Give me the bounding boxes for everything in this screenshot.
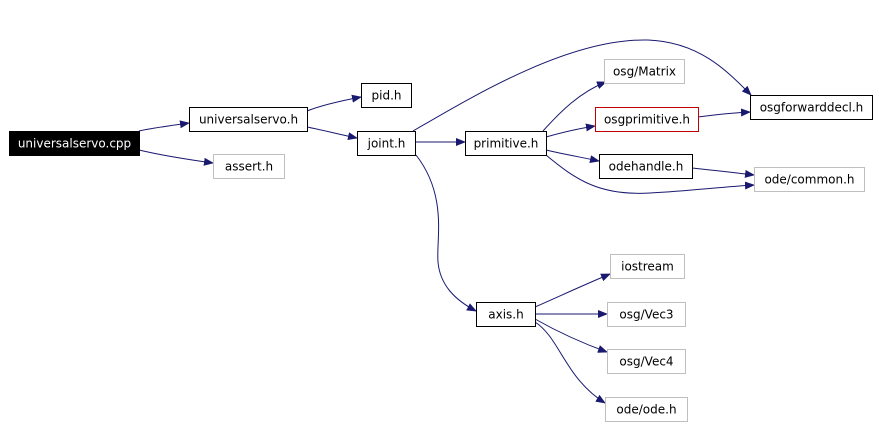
node-axis_h[interactable]: axis.h bbox=[476, 302, 536, 327]
node-box bbox=[361, 83, 412, 108]
node-odehandle_h[interactable]: odehandle.h bbox=[599, 154, 693, 179]
node-ode_common_h[interactable]: ode/common.h bbox=[754, 167, 865, 192]
node-assert_h[interactable]: assert.h bbox=[213, 154, 285, 179]
node-label: osgforwarddecl.h bbox=[760, 101, 864, 115]
node-joint_h[interactable]: joint.h bbox=[357, 131, 416, 156]
node-box bbox=[9, 131, 140, 156]
node-label: joint.h bbox=[367, 137, 406, 151]
edge-joint_h-to-axis_h bbox=[415, 154, 477, 312]
node-label: assert.h bbox=[225, 160, 273, 174]
edge-universalservo_h-to-pid_h bbox=[306, 94, 362, 112]
edge-osgprimitive_h-to-osgforwarddecl_h bbox=[697, 108, 751, 118]
node-primitive_h[interactable]: primitive.h bbox=[465, 131, 547, 156]
edge-odehandle_h-to-ode_common_h bbox=[691, 167, 755, 178]
node-osgprimitive_h[interactable]: osgprimitive.h bbox=[595, 107, 699, 132]
node-box bbox=[610, 254, 685, 279]
node-box bbox=[754, 167, 865, 192]
node-label: iostream bbox=[621, 260, 674, 274]
node-box bbox=[599, 154, 693, 179]
node-label: universalservo.h bbox=[199, 113, 298, 127]
node-label: universalservo.cpp bbox=[18, 137, 131, 151]
node-osg_vec4[interactable]: osg/Vec4 bbox=[607, 349, 686, 374]
node-box bbox=[607, 349, 686, 374]
edges-layer bbox=[138, 39, 755, 404]
node-box bbox=[213, 154, 285, 179]
edge-axis_h-to-ode_ode_h bbox=[534, 321, 606, 404]
node-label: osgprimitive.h bbox=[604, 113, 690, 127]
node-box bbox=[476, 302, 536, 327]
edge-universalservo_h-to-joint_h bbox=[306, 126, 358, 141]
node-ode_ode_h[interactable]: ode/ode.h bbox=[605, 397, 688, 422]
node-label: axis.h bbox=[488, 308, 523, 322]
node-box bbox=[607, 302, 686, 327]
node-osg_matrix[interactable]: osg/Matrix bbox=[604, 59, 685, 84]
node-box bbox=[604, 59, 685, 84]
node-label: osg/Matrix bbox=[613, 65, 676, 79]
edge-axis_h-to-osg_vec4 bbox=[534, 318, 608, 353]
edge-primitive_h-to-osg_matrix bbox=[542, 81, 607, 132]
nodes-layer: universalservo.cpp universalservo.h pid.h a… bbox=[9, 59, 873, 422]
edge-primitive_h-to-osgprimitive_h bbox=[545, 123, 596, 138]
node-iostream[interactable]: iostream bbox=[610, 254, 685, 279]
node-osgforwarddecl_h[interactable]: osgforwarddecl.h bbox=[750, 95, 873, 120]
node-label: pid.h bbox=[372, 89, 402, 103]
node-universalservo_cpp[interactable]: universalservo.cpp bbox=[9, 131, 140, 156]
node-universalservo_h[interactable]: universalservo.h bbox=[189, 107, 308, 132]
node-box bbox=[465, 131, 547, 156]
edge-universalservo_cpp-to-assert_h bbox=[138, 149, 214, 166]
node-label: osg/Vec4 bbox=[619, 355, 673, 369]
node-label: primitive.h bbox=[474, 137, 539, 151]
node-label: ode/ode.h bbox=[616, 403, 676, 417]
edge-universalservo_cpp-to-universalservo_h bbox=[138, 120, 190, 132]
edge-axis_h-to-iostream bbox=[534, 273, 611, 308]
node-box bbox=[357, 131, 416, 156]
edge-primitive_h-to-ode_common_h bbox=[545, 154, 755, 194]
node-osg_vec3[interactable]: osg/Vec3 bbox=[607, 302, 686, 327]
node-label: odehandle.h bbox=[609, 160, 684, 174]
edge-joint_h-to-osgforwarddecl_h bbox=[412, 39, 752, 132]
node-label: ode/common.h bbox=[764, 173, 854, 187]
node-box bbox=[750, 95, 873, 120]
node-box bbox=[189, 107, 308, 132]
edge-primitive_h-to-odehandle_h bbox=[545, 149, 600, 164]
node-pid_h[interactable]: pid.h bbox=[361, 83, 412, 108]
node-label: osg/Vec3 bbox=[619, 308, 673, 322]
node-box bbox=[605, 397, 688, 422]
node-box bbox=[595, 107, 699, 132]
